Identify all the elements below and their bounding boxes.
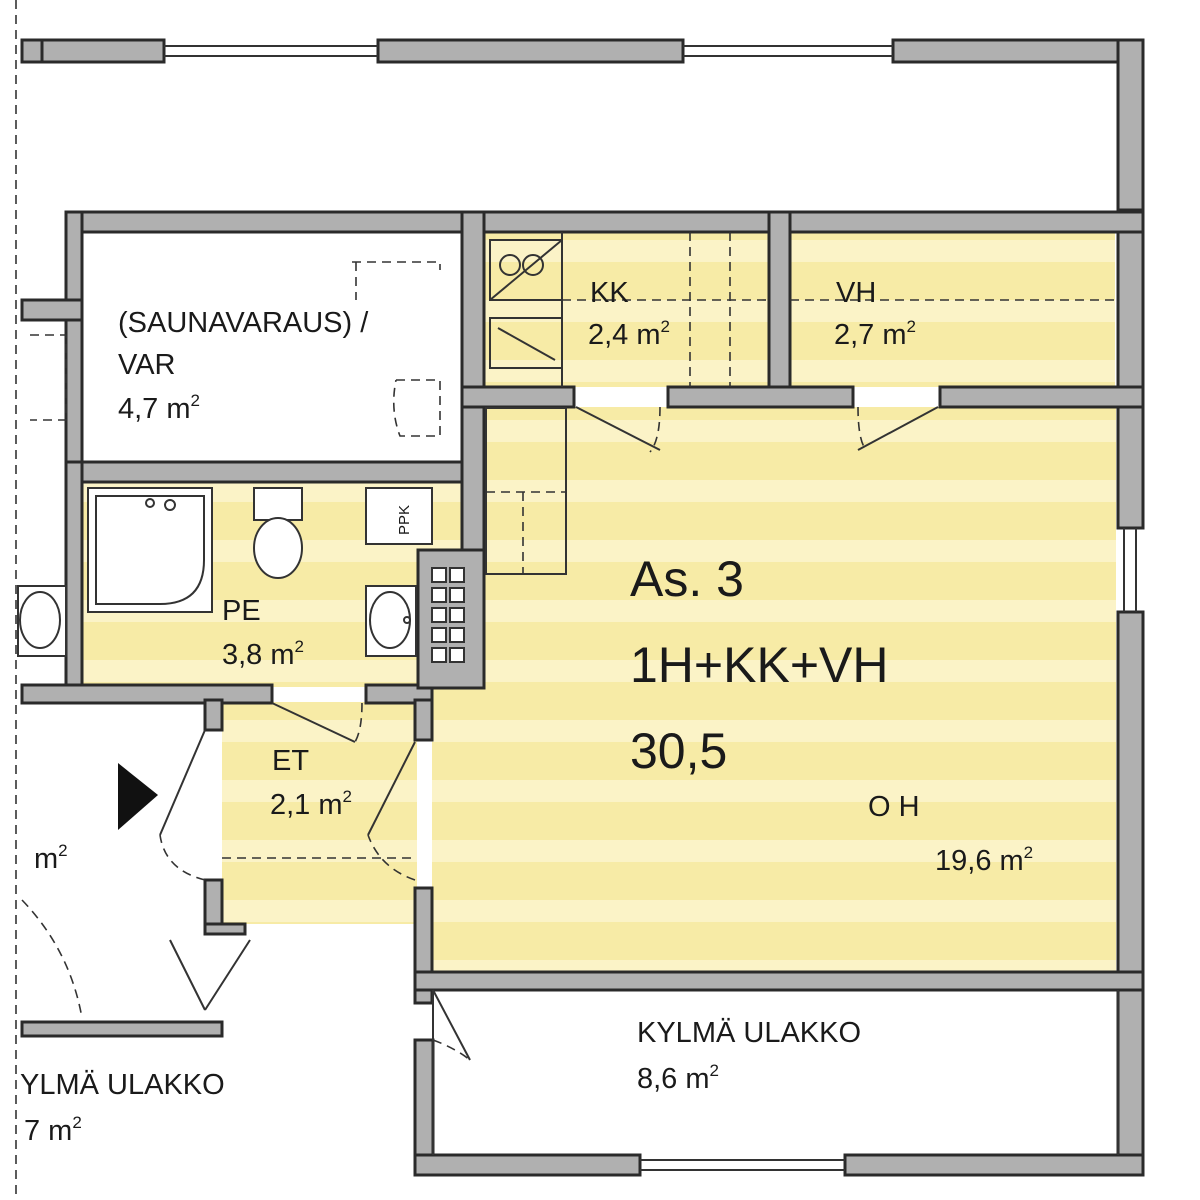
svg-text:3,8 m2: 3,8 m2 <box>222 637 304 671</box>
door-pe[interactable] <box>271 702 363 743</box>
door-kk[interactable] <box>575 406 661 453</box>
room-area: 7 m <box>24 1115 72 1147</box>
room-name: ET <box>272 745 309 777</box>
room-oh: O H 19,6 m2 <box>868 791 1033 877</box>
neighbour-sink-icon <box>17 585 67 657</box>
door-entrance[interactable] <box>159 729 206 881</box>
sink-icon <box>365 585 417 657</box>
svg-text:2,4 m2: 2,4 m2 <box>588 317 670 351</box>
unit-name: As. 3 <box>630 551 744 607</box>
room-area: 2,4 m <box>588 319 661 351</box>
unit-area: 30,5 <box>630 723 727 779</box>
room-name: PE <box>222 595 261 627</box>
room-name: VH <box>836 277 876 309</box>
room-area-sup: 2 <box>58 841 67 860</box>
room-area-sup: 2 <box>710 1061 719 1080</box>
room-name-2: VAR <box>118 349 175 381</box>
toilet-icon <box>253 487 303 579</box>
shower-icon <box>87 487 213 613</box>
svg-text:7 m2: 7 m2 <box>24 1113 82 1147</box>
svg-text:2,1 m2: 2,1 m2 <box>270 787 352 821</box>
door-corridor[interactable] <box>169 939 251 1011</box>
svg-text:19,6 m2: 19,6 m2 <box>935 843 1033 877</box>
sauna-stove-icon <box>352 261 441 437</box>
doors <box>21 334 939 1061</box>
walls <box>15 0 1145 1200</box>
svg-text:2,7 m2: 2,7 m2 <box>834 317 916 351</box>
room-area: 3,8 m <box>222 639 295 671</box>
door-et[interactable] <box>367 741 416 881</box>
unit-title: As. 3 1H+KK+VH 30,5 <box>630 551 888 779</box>
room-area-sup: 2 <box>295 637 304 656</box>
fixtures: PPK <box>17 232 1116 859</box>
room-balcony-right: KYLMÄ ULAKKO 8,6 m2 <box>637 1017 861 1095</box>
door-balcony[interactable] <box>432 989 471 1061</box>
room-name: KYLMÄ ULAKKO <box>637 1017 861 1049</box>
entrance-arrow-icon <box>118 763 158 830</box>
svg-text:m2: m2 <box>34 841 68 875</box>
room-name: KK <box>590 277 629 309</box>
room-area-sup: 2 <box>72 1113 81 1132</box>
room-area: 4,7 m <box>118 393 191 425</box>
ppk-label: PPK <box>396 505 413 535</box>
room-area-sup: 2 <box>343 787 352 806</box>
room-name: YLMÄ ULAKKO <box>20 1069 225 1101</box>
room-area: 2,1 m <box>270 789 343 821</box>
room-left-partial: m2 <box>34 841 68 875</box>
room-vh: VH 2,7 m2 <box>834 277 916 351</box>
room-area: m <box>34 843 58 875</box>
room-area: 19,6 m <box>935 845 1024 877</box>
room-area: 8,6 m <box>637 1063 710 1095</box>
unit-type: 1H+KK+VH <box>630 637 888 693</box>
balcony-outlines <box>432 990 1119 1155</box>
door-vh[interactable] <box>857 406 939 451</box>
ppk-box: PPK <box>365 487 433 545</box>
room-sauna: (SAUNAVARAUS) / VAR 4,7 m2 <box>118 307 369 425</box>
room-area-sup: 2 <box>191 391 200 410</box>
room-area: 2,7 m <box>834 319 907 351</box>
room-area-sup: 2 <box>907 317 916 336</box>
vent-shaft <box>431 567 465 663</box>
door-left-room[interactable] <box>21 899 83 1019</box>
room-area-sup: 2 <box>1024 843 1033 862</box>
room-name: (SAUNAVARAUS) / <box>118 307 369 339</box>
svg-text:4,7 m2: 4,7 m2 <box>118 391 200 425</box>
room-pe: PE 3,8 m2 <box>222 595 304 671</box>
svg-text:8,6 m2: 8,6 m2 <box>637 1061 719 1095</box>
room-et: ET 2,1 m2 <box>270 745 352 821</box>
room-name: O H <box>868 791 920 823</box>
door-neighbour[interactable] <box>30 334 67 421</box>
room-balcony-left: YLMÄ ULAKKO 7 m2 <box>20 1069 225 1147</box>
room-kk: KK 2,4 m2 <box>588 277 670 351</box>
room-area-sup: 2 <box>661 317 670 336</box>
